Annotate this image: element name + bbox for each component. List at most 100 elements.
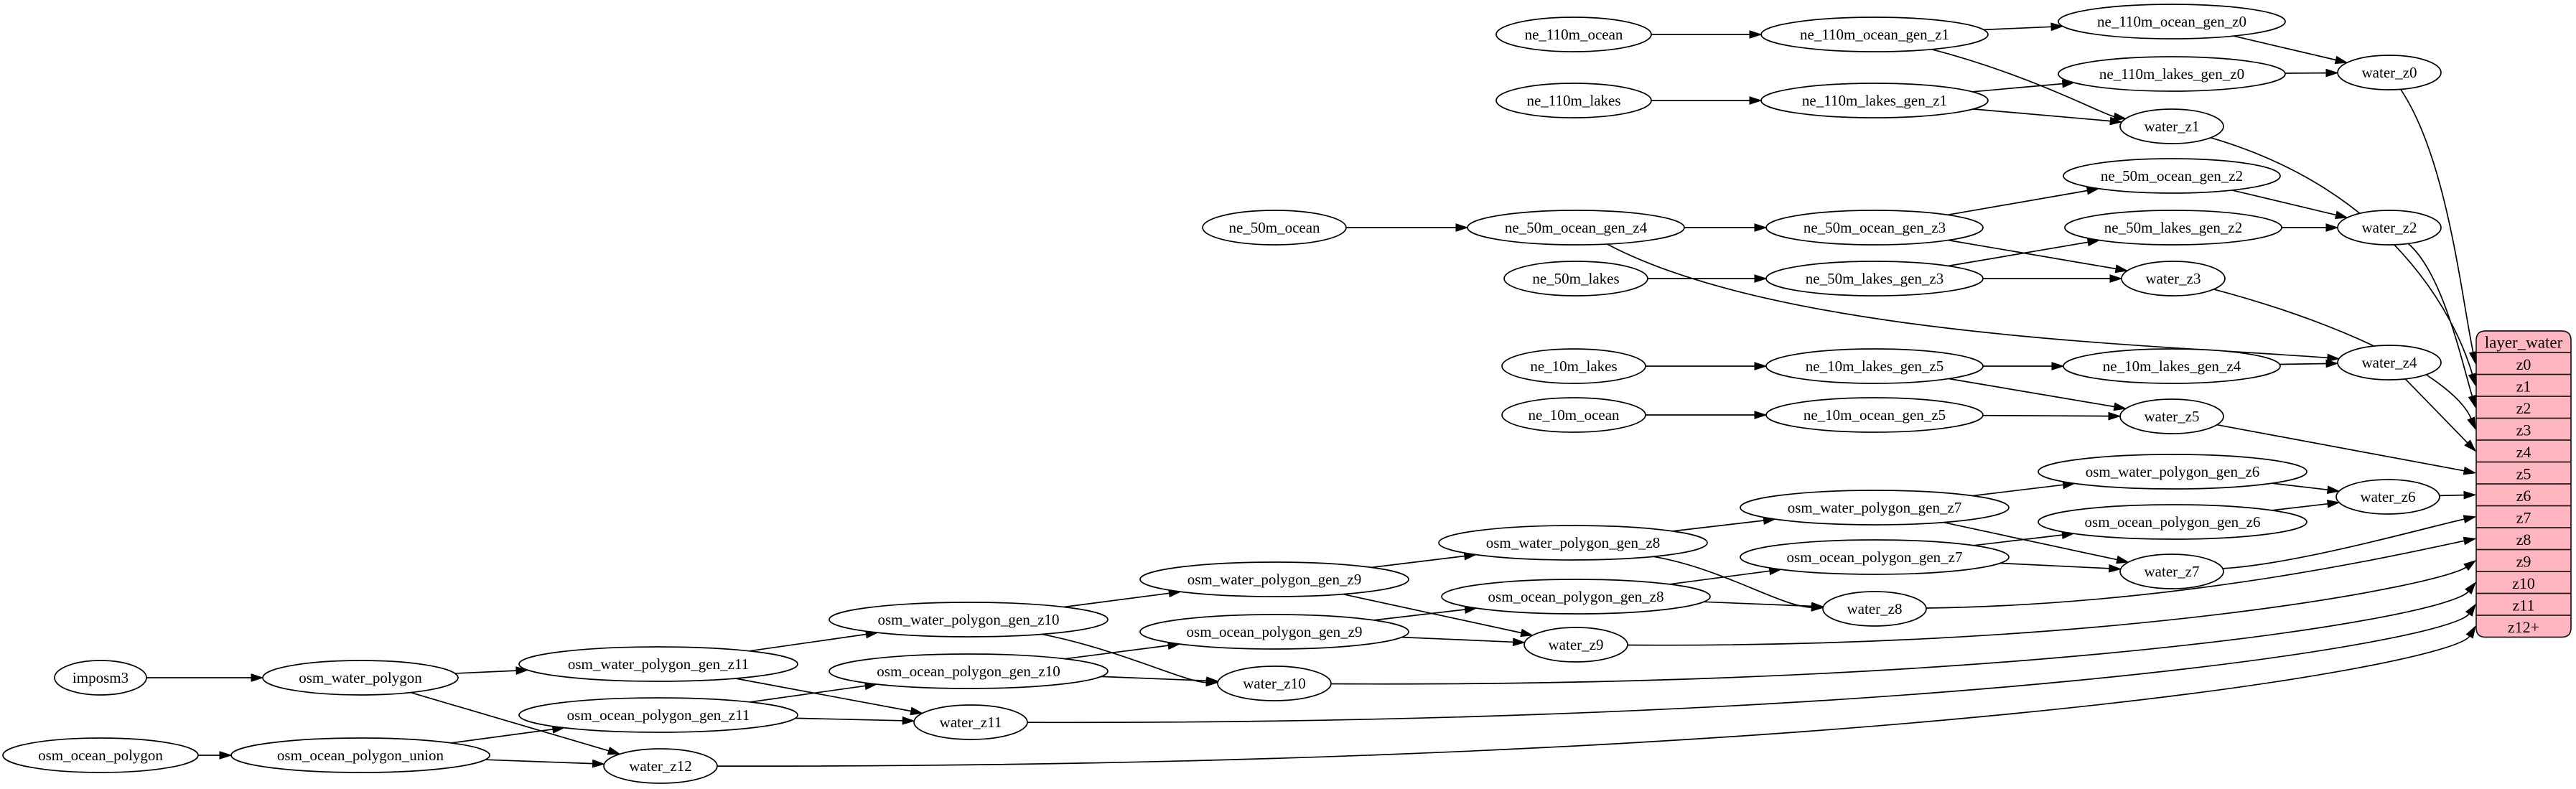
node-osm_water_polygon_gen_z9: osm_water_polygon_gen_z9: [1139, 561, 1409, 597]
node-label: water_z11: [940, 714, 1002, 731]
edge-line: [2272, 503, 2328, 511]
node-ellipse: [2121, 261, 2226, 297]
edge-line: [1330, 591, 2469, 685]
node-label: osm_water_polygon_gen_z11: [568, 655, 749, 673]
edge-line: [1101, 676, 1207, 682]
table-row-z2: z2: [2516, 399, 2531, 417]
node-ellipse: [2064, 210, 2282, 246]
node-ellipse: [2058, 56, 2286, 92]
node-water_z3: water_z3: [2121, 261, 2226, 297]
edge-line: [1607, 243, 2328, 359]
node-ellipse: [1495, 83, 1652, 118]
node-label: osm_ocean_polygon_union: [277, 747, 444, 764]
node-ellipse: [2, 737, 199, 773]
table-row-z1: z1: [2516, 377, 2531, 395]
edge-ne_110m_lakes_gen_z0-to-water_z0: [2285, 68, 2339, 78]
node-ne_50m_lakes: ne_50m_lakes: [1503, 261, 1648, 297]
edge-line: [1972, 484, 2063, 497]
edge-osm_ocean_polygon_gen_z6-to-water_z6: [2272, 499, 2341, 511]
table-row-z4: z4: [2516, 443, 2531, 461]
node-water_z2: water_z2: [2337, 210, 2442, 246]
edge-osm_water_polygon_gen_z7-to-osm_water_polygon_gen_z6: [1972, 480, 2076, 497]
node-osm_ocean_polygon: osm_ocean_polygon: [2, 737, 199, 773]
node-label: water_z6: [2361, 488, 2416, 505]
node-label: ne_110m_lakes_gen_z0: [2099, 65, 2244, 83]
edge-water_z5-to-row-z5: [2216, 424, 2477, 475]
node-ne_110m_ocean: ne_110m_ocean: [1495, 17, 1652, 52]
arrowhead-icon: [2464, 439, 2477, 452]
node-osm_ocean_polygon_gen_z6: osm_ocean_polygon_gen_z6: [2038, 504, 2307, 540]
node-ellipse: [2337, 345, 2442, 381]
arrowhead-icon: [2465, 582, 2477, 594]
edge-line: [1373, 609, 1465, 621]
node-ne_110m_lakes: ne_110m_lakes: [1495, 83, 1652, 118]
edge-line: [1983, 26, 2052, 31]
table-row-label: z8: [2516, 531, 2531, 548]
table-row-label: z0: [2516, 355, 2531, 373]
arrowhead-icon: [2463, 466, 2477, 475]
node-label: ne_10m_lakes_gen_z4: [2103, 358, 2241, 375]
table-row-label: z5: [2516, 464, 2531, 482]
node-ellipse: [2119, 398, 2224, 434]
node-water_z11: water_z11: [913, 704, 1028, 740]
edge-osm_ocean_polygon_gen_z7-to-water_z7: [1999, 562, 2122, 573]
node-label: osm_water_polygon_gen_z7: [1788, 499, 1962, 516]
table-row-z7: z7: [2516, 508, 2531, 526]
node-label: osm_water_polygon_gen_z6: [2086, 463, 2260, 480]
arrowhead-icon: [2467, 416, 2476, 431]
node-water_z9: water_z9: [1523, 627, 1628, 663]
node-ellipse: [1765, 397, 1984, 433]
node-label: ne_50m_ocean_gen_z2: [2101, 167, 2243, 185]
edge-ne_50m_ocean_gen_z2-to-water_z2: [2231, 190, 2348, 219]
arrowhead-icon: [2326, 353, 2341, 363]
node-ellipse: [2119, 554, 2224, 589]
node-label: ne_10m_lakes: [1530, 358, 1617, 375]
node-ellipse: [1503, 261, 1648, 297]
arrowhead-icon: [2334, 210, 2348, 219]
edge-line: [1972, 83, 2063, 93]
edge-line: [2272, 482, 2328, 491]
node-ne_10m_lakes: ne_10m_lakes: [1501, 348, 1646, 384]
node-label: water_z8: [1847, 600, 1903, 617]
edge-line: [735, 678, 912, 712]
node-ne_10m_ocean: ne_10m_ocean: [1501, 397, 1646, 433]
edge-ne_10m_ocean_gen_z5-to-water_z5: [1982, 411, 2122, 421]
node-ne_50m_lakes_gen_z2: ne_50m_lakes_gen_z2: [2064, 210, 2282, 246]
edge-ne_10m_lakes-to-ne_10m_lakes_gen_z5: [1646, 362, 1768, 370]
node-water_z10: water_z10: [1217, 666, 1332, 701]
arrowhead-icon: [2326, 485, 2341, 495]
node-label: osm_ocean_polygon_gen_z7: [1787, 548, 1963, 566]
node-ne_50m_lakes_gen_z3: ne_50m_lakes_gen_z3: [1765, 261, 1984, 297]
arrowhead-icon: [1754, 274, 1768, 283]
node-ellipse: [603, 748, 718, 784]
edge-ne_10m_ocean-to-ne_10m_ocean_gen_z5: [1646, 411, 1768, 419]
edge-ne_10m_lakes_gen_z5-to-ne_10m_lakes_gen_z4: [1983, 362, 2065, 370]
node-label: water_z7: [2145, 563, 2200, 580]
edge-osm_ocean_polygon_gen_z8-to-water_z8: [1704, 601, 1825, 611]
node-ne_110m_lakes_gen_z1: ne_110m_lakes_gen_z1: [1760, 83, 1989, 118]
edge-line: [750, 685, 866, 703]
node-ne_110m_lakes_gen_z0: ne_110m_lakes_gen_z0: [2058, 56, 2286, 92]
node-label: osm_ocean_polygon_gen_z10: [877, 663, 1060, 680]
table-row-label: z3: [2516, 421, 2531, 439]
node-osm_ocean_polygon_gen_z9: osm_ocean_polygon_gen_z9: [1139, 614, 1409, 650]
node-ellipse: [1765, 348, 1984, 384]
table-row-label: z10: [2512, 574, 2535, 592]
arrowhead-icon: [1455, 223, 1469, 232]
node-osm_ocean_polygon_gen_z11: osm_ocean_polygon_gen_z11: [518, 697, 798, 733]
edge-line: [2210, 136, 2473, 375]
node-label: water_z3: [2146, 270, 2201, 287]
node-ellipse: [2038, 454, 2307, 490]
arrowhead-icon: [910, 706, 924, 716]
edge-ne_10m_lakes_gen_z4-to-water_z4: [2279, 359, 2339, 368]
node-label: water_z1: [2145, 118, 2200, 135]
arrowhead-icon: [2109, 274, 2123, 283]
arrowhead-icon: [1520, 628, 1534, 638]
node-osm_water_polygon_gen_z10: osm_water_polygon_gen_z10: [829, 602, 1109, 638]
node-label: ne_110m_lakes_gen_z1: [1802, 92, 1947, 109]
edge-osm_water_polygon_gen_z6-to-water_z6: [2272, 482, 2341, 495]
node-ellipse: [1467, 210, 1685, 246]
node-ellipse: [2337, 210, 2442, 246]
arrowhead-icon: [2463, 536, 2477, 546]
